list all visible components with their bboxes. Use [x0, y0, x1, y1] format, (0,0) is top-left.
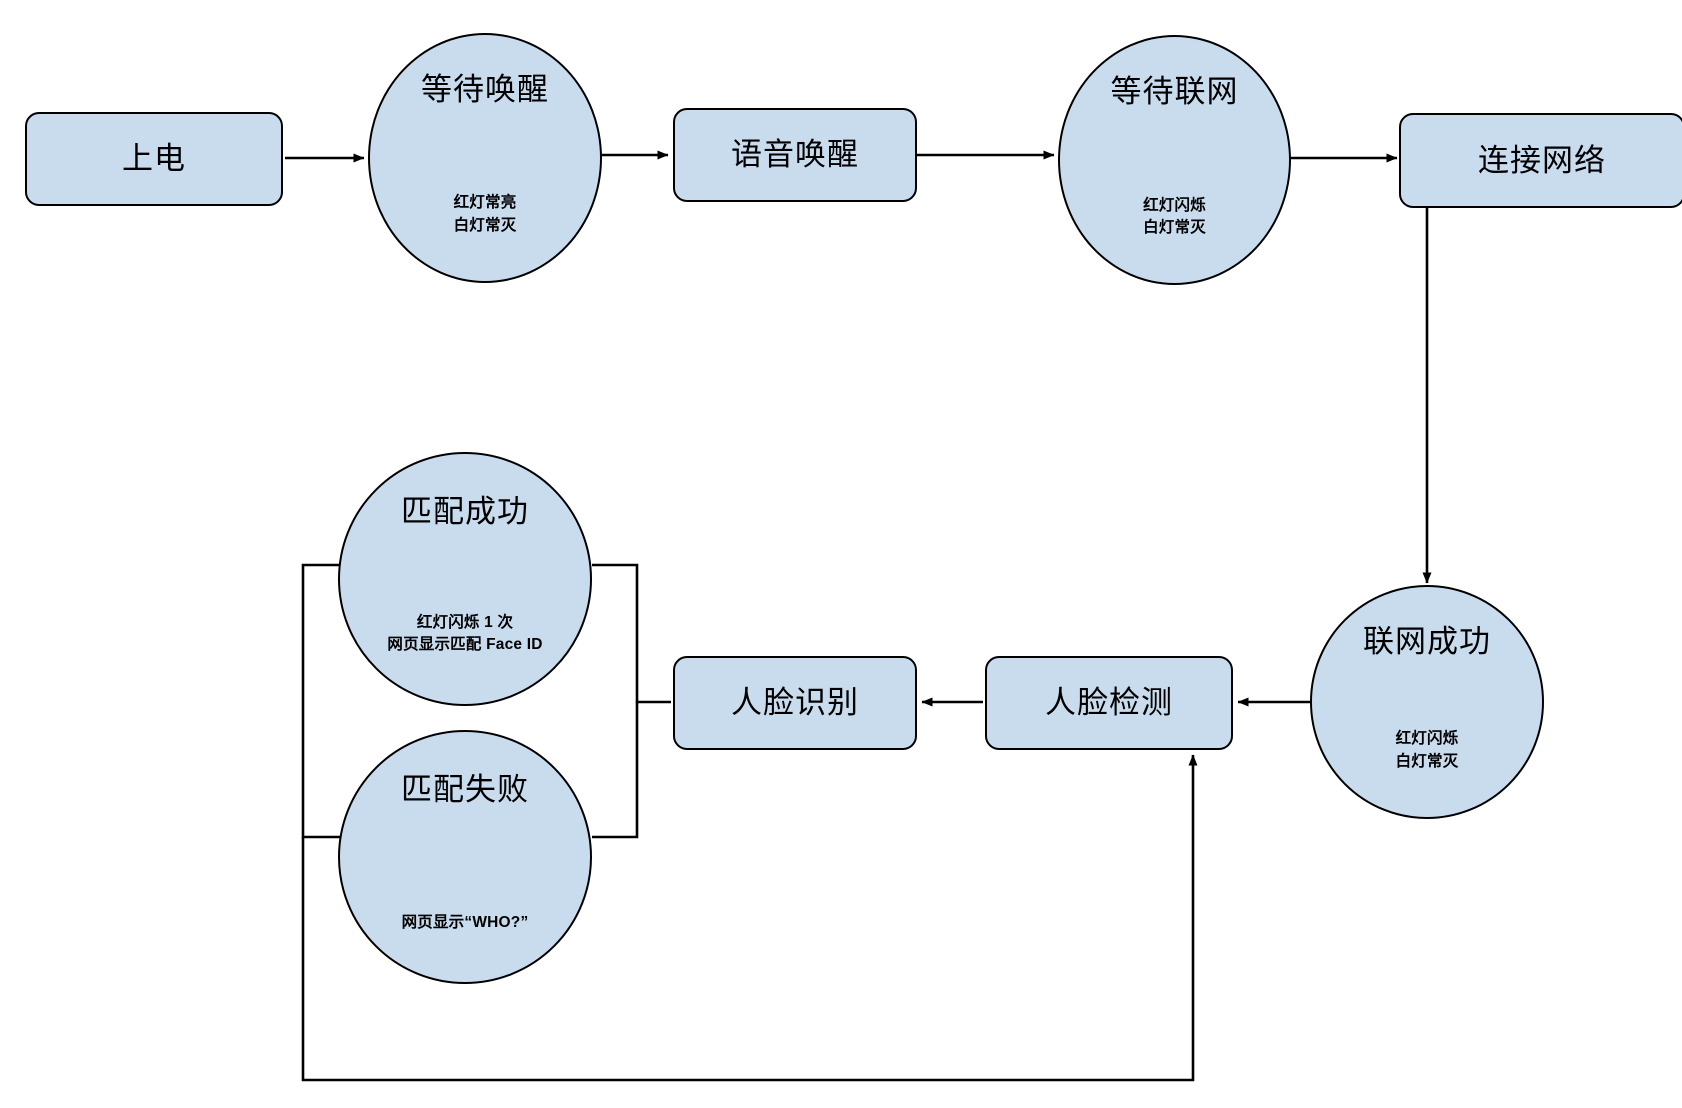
node-wait-network[interactable]: 等待联网 红灯闪烁 白灯常灭 [1058, 35, 1291, 285]
node-wait-network-sub: 红灯闪烁 白灯常灭 [1143, 196, 1206, 237]
node-network-success-sub: 红灯闪烁 白灯常灭 [1395, 730, 1459, 770]
edge-face-recognize-to-match-bus [592, 563, 671, 704]
node-face-recognize[interactable]: 人脸识别 [673, 656, 917, 750]
node-match-success-sub: 红灯闪烁 1 次 网页显示匹配 Face ID [387, 613, 543, 654]
node-connect-network[interactable]: 连接网络 [1399, 113, 1682, 208]
node-match-success-label: 匹配成功 [401, 494, 529, 529]
node-face-recognize-label: 人脸识别 [731, 685, 859, 721]
node-face-detect-label: 人脸检测 [1045, 685, 1173, 721]
node-face-detect[interactable]: 人脸检测 [985, 656, 1233, 750]
edge-match-success-left-stub [301, 563, 340, 839]
node-network-success-label: 联网成功 [1363, 623, 1491, 659]
node-connect-network-label: 连接网络 [1478, 142, 1606, 178]
node-power-on[interactable]: 上电 [25, 112, 283, 206]
edge-match-bus-to-match-fail [592, 702, 639, 839]
node-voice-wakeup-label: 语音唤醒 [731, 137, 859, 173]
node-power-on-label: 上电 [122, 141, 186, 177]
node-wait-wakeup-sub: 红灯常亮 白灯常灭 [453, 194, 517, 234]
node-wait-wakeup[interactable]: 等待唤醒 红灯常亮 白灯常灭 [368, 33, 602, 283]
node-network-success[interactable]: 联网成功 红灯闪烁 白灯常灭 [1310, 585, 1544, 819]
node-wait-network-label: 等待联网 [1110, 73, 1239, 109]
node-match-fail-sub: 网页显示“WHO?” [401, 914, 529, 932]
node-wait-wakeup-label: 等待唤醒 [421, 71, 549, 107]
node-match-fail[interactable]: 匹配失败 网页显示“WHO?” [338, 730, 592, 984]
node-match-fail-label: 匹配失败 [401, 772, 529, 807]
node-match-success[interactable]: 匹配成功 红灯闪烁 1 次 网页显示匹配 Face ID [338, 452, 592, 706]
node-voice-wakeup[interactable]: 语音唤醒 [673, 108, 917, 202]
